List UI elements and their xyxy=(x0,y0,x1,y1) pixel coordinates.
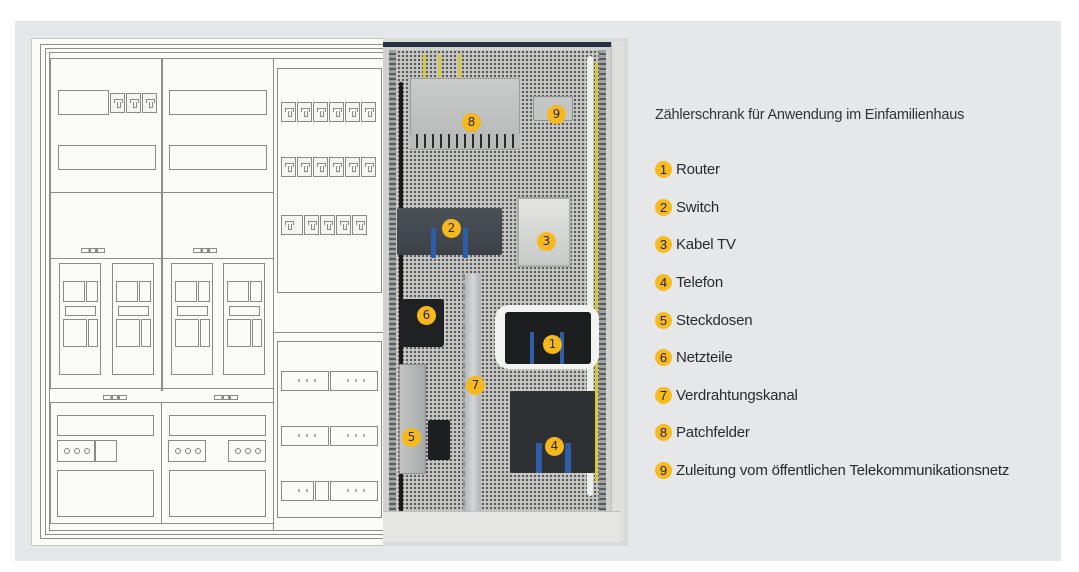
cabinet-frame-right xyxy=(611,42,624,542)
callout-3: 3 xyxy=(537,232,556,251)
fuse xyxy=(315,481,329,501)
legend-label: Switch xyxy=(676,198,719,216)
label-box xyxy=(169,145,267,170)
patch-ports xyxy=(410,134,520,148)
din-rail-right xyxy=(599,50,606,520)
din-rail-left xyxy=(389,50,396,520)
callout-2: 2 xyxy=(442,219,461,238)
number-badge: 5 xyxy=(655,311,672,329)
callout-4: 4 xyxy=(545,437,564,456)
breaker xyxy=(126,93,141,113)
number-badge: 2 xyxy=(655,198,672,216)
cabinet-bottom-edge xyxy=(383,511,620,542)
legend-item-switch: 2 Switch xyxy=(655,189,1009,227)
legend-item-kabel-tv: 3 Kabel TV xyxy=(655,226,1009,264)
handle xyxy=(214,395,238,400)
terminal-block xyxy=(330,481,378,501)
terminal-block xyxy=(281,371,329,391)
legend-item-patchfelder: 8 Patchfelder xyxy=(655,414,1009,452)
cable-yellow xyxy=(595,62,598,482)
terminal-block xyxy=(330,426,378,446)
legend-label: Netzteile xyxy=(676,349,733,367)
breaker xyxy=(110,93,125,113)
drawing-frame-mid xyxy=(45,48,386,535)
cable-duct xyxy=(463,274,481,536)
electric-meter xyxy=(171,263,213,375)
figure-title: Zählerschrank für Anwendung im Einfamili… xyxy=(655,107,965,123)
terminal-block xyxy=(330,371,378,391)
legend-label: Kabel TV xyxy=(676,236,736,254)
telephone-bracket xyxy=(565,443,571,473)
callout-7: 7 xyxy=(466,376,485,395)
callout-6: 6 xyxy=(417,306,436,325)
legend-item-router: 1 Router xyxy=(655,151,1009,189)
label-box xyxy=(57,415,154,436)
telephone-unit xyxy=(510,391,595,473)
plug-adapter xyxy=(428,420,450,460)
number-badge: 6 xyxy=(655,349,672,367)
legend-label: Verdrahtungskanal xyxy=(676,386,798,404)
legend-item-steckdosen: 5 Steckdosen xyxy=(655,301,1009,339)
callout-9: 9 xyxy=(547,105,566,124)
cable-bundle-white xyxy=(587,56,593,496)
terminal-block xyxy=(281,481,314,501)
electric-meter xyxy=(59,263,101,375)
handle xyxy=(103,395,127,400)
legend-label: Telefon xyxy=(676,274,723,292)
cabinet-line-drawing xyxy=(31,38,386,546)
electric-meter xyxy=(223,263,265,375)
legend-label: Steckdosen xyxy=(676,311,753,329)
legend-label: Patchfelder xyxy=(676,424,750,442)
switch-bracket xyxy=(431,228,436,258)
number-badge: 8 xyxy=(655,424,672,442)
terminal-block xyxy=(281,426,329,446)
label-box xyxy=(169,90,267,115)
distribution-field-bottom xyxy=(273,332,385,531)
outlet-strip xyxy=(228,440,266,462)
breaker-panel xyxy=(277,68,382,293)
legend-item-telefon: 4 Telefon xyxy=(655,264,1009,302)
legend-item-verdrahtungskanal: 7 Verdrahtungskanal xyxy=(655,377,1009,415)
number-badge: 7 xyxy=(655,386,672,404)
legend-item-zuleitung: 9 Zuleitung vom öffentlichen Telekommuni… xyxy=(655,452,1009,490)
column-divider xyxy=(161,58,163,391)
breaker xyxy=(142,93,157,113)
telephone-bracket xyxy=(536,443,542,473)
blank-box xyxy=(169,470,266,517)
router-bracket xyxy=(560,332,564,364)
label-box xyxy=(58,90,109,115)
label-box xyxy=(58,145,156,170)
switch-bracket xyxy=(463,228,468,258)
callout-5: 5 xyxy=(402,428,421,447)
number-badge: 3 xyxy=(655,236,672,254)
legend: Zählerschrank für Anwendung im Einfamili… xyxy=(655,107,1009,489)
rcd-row xyxy=(281,215,367,235)
cabinet-photo: 1 2 3 4 5 6 7 8 9 xyxy=(383,38,628,546)
outlet-strip xyxy=(168,440,206,462)
number-badge: 9 xyxy=(655,462,672,480)
legend-label: Router xyxy=(676,161,720,179)
label-box xyxy=(169,415,266,436)
breaker-row xyxy=(281,102,376,122)
breaker-row xyxy=(281,157,376,177)
terminal-panel xyxy=(277,341,382,518)
drawing-frame-outer xyxy=(40,44,386,539)
legend-label: Zuleitung vom öffentlichen Telekommunika… xyxy=(676,462,1010,480)
number-badge: 1 xyxy=(655,161,672,179)
breaker-row xyxy=(110,93,157,113)
cabinet-top-edge xyxy=(383,42,620,47)
power-socket-strip xyxy=(399,364,426,474)
router-bracket xyxy=(530,332,534,364)
drawing-frame-inner xyxy=(49,52,386,531)
blank-box xyxy=(57,470,154,517)
legend-item-netzteile: 6 Netzteile xyxy=(655,339,1009,377)
callout-8: 8 xyxy=(462,113,481,132)
callout-1: 1 xyxy=(543,335,562,354)
handle xyxy=(193,248,217,253)
handle xyxy=(81,248,105,253)
electric-meter xyxy=(112,263,154,375)
outlet-module xyxy=(95,440,117,462)
outlet-strip xyxy=(57,440,95,462)
number-badge: 4 xyxy=(655,274,672,292)
